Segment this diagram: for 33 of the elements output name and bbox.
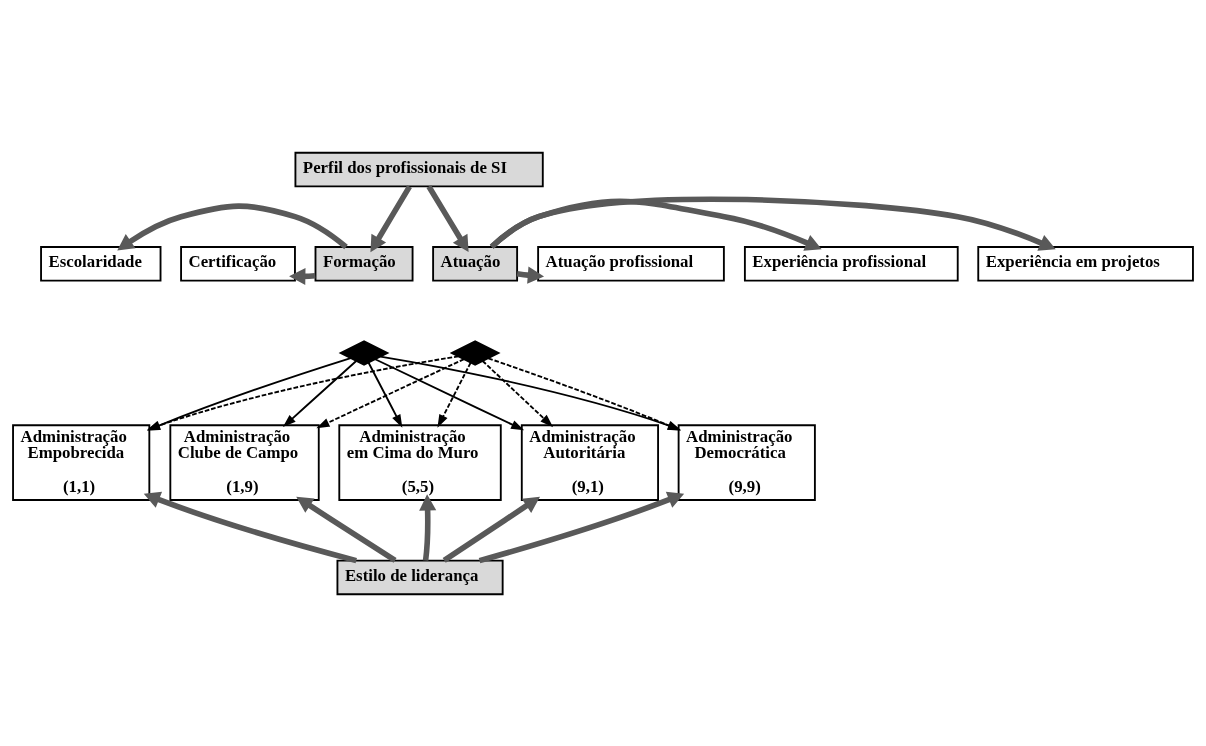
arrow	[442, 496, 541, 563]
node-box: Atuação profissional	[537, 245, 725, 282]
arrow	[147, 354, 460, 430]
node-box: Escolaridade	[40, 245, 162, 282]
arrow	[117, 202, 348, 250]
arrow	[489, 196, 1056, 251]
arrow	[143, 491, 357, 563]
node-diamond	[338, 339, 390, 366]
node-box: Administração Empobrecida (1,1)	[12, 423, 151, 501]
node-diamond	[449, 339, 501, 366]
arrow	[481, 359, 554, 427]
arrow	[367, 361, 403, 428]
node-box: Administração Clube de Campo (1,9)	[169, 423, 320, 501]
node-box: Formação	[314, 245, 414, 282]
node-box: Estilo de liderança	[336, 559, 504, 595]
arrow	[426, 184, 469, 252]
node-box: Certificação	[180, 245, 296, 282]
arrow	[437, 361, 472, 428]
arrow	[419, 493, 437, 561]
arrow	[370, 184, 412, 252]
node-box: Administração Autoritária (9,1)	[520, 423, 659, 501]
arrow	[146, 356, 352, 431]
node-box: Administração em Cima do Muro (5,5)	[338, 423, 502, 501]
arrow	[282, 359, 358, 427]
node-box: Perfil dos profissionais de SI	[294, 151, 544, 187]
node-box: Administração Democrática (9,9)	[677, 423, 816, 501]
node-box: Atuação	[432, 245, 519, 282]
arrow	[316, 357, 465, 428]
node-box: Experiência profissional	[743, 245, 959, 282]
arrow	[374, 357, 525, 430]
arrow	[478, 491, 685, 563]
node-box: Experiência em projetos	[977, 245, 1194, 282]
arrow	[296, 496, 397, 563]
